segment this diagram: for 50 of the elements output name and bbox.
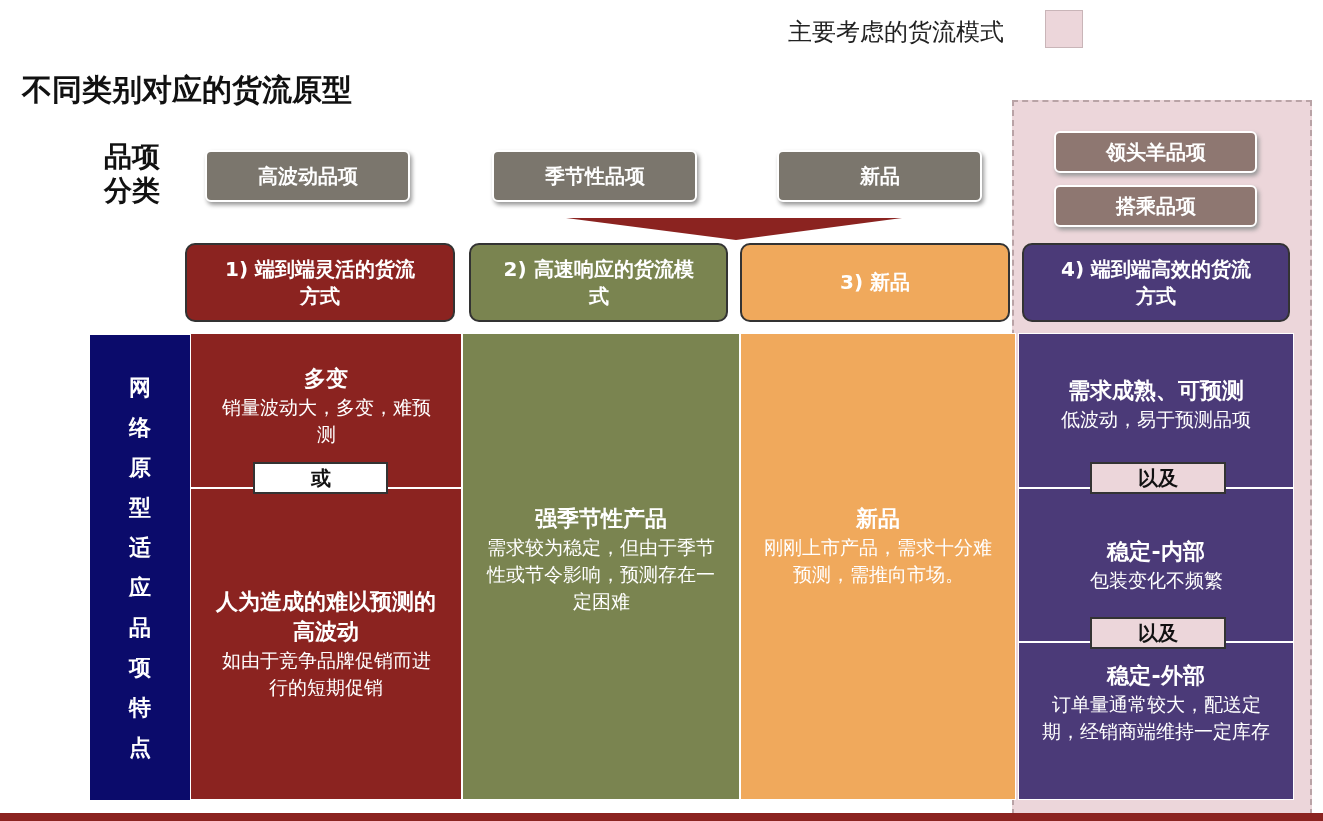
mode-header-box (1022, 243, 1290, 322)
category-box (205, 150, 410, 202)
box-label: 领头羊品项 (1105, 138, 1206, 166)
box-label: 3) 新品 (840, 269, 910, 296)
feature-cell (1018, 333, 1294, 488)
category-box (1054, 185, 1257, 227)
cell-heading: 稳定-外部 (1107, 662, 1205, 690)
feature-cell (462, 333, 740, 800)
category-box (492, 150, 697, 202)
cell-description: 包装变化不频繁 (1089, 567, 1223, 593)
cell-description: 销量波动大，多变，难预测 (220, 395, 432, 447)
side-header-bar (90, 335, 190, 800)
cell-description: 如由于竞争品牌促销而进行的短期促销 (220, 648, 432, 700)
box-label: 4) 端到端高效的货流方式 (1060, 255, 1252, 310)
box-label: 新品 (859, 162, 900, 190)
mode-header-box (740, 243, 1010, 322)
category-box (777, 150, 982, 202)
box-label: 高波动品项 (257, 162, 358, 190)
vertical-heading: 网络原型适应品项特点 (127, 373, 152, 762)
feature-cell (190, 488, 462, 800)
box-label: 以及 (1138, 464, 1178, 492)
box-label: 1) 端到端灵活的货流方式 (224, 255, 416, 310)
mode-header-box (185, 243, 455, 322)
feature-cell (740, 333, 1016, 800)
feature-cell (1018, 488, 1294, 642)
box-label: 以及 (1138, 619, 1178, 647)
feature-cell (1018, 642, 1294, 800)
cell-heading: 稳定-内部 (1107, 537, 1205, 566)
category-box (1054, 131, 1257, 173)
title: 不同类别对应的货流原型 (22, 71, 352, 109)
box-label: 季节性品项 (544, 162, 645, 190)
cell-heading: 需求成熟、可预测 (1068, 377, 1244, 405)
connector-word-box (1090, 462, 1226, 494)
cell-heading: 多变 (304, 365, 348, 393)
cell-description: 需求较为稳定，但由于季节性或节令影响，预测存在一定困难 (485, 535, 716, 614)
cell-description: 订单量通常较大，配送定期，经销商端维持一定库存 (1041, 692, 1271, 744)
feature-cell (190, 333, 462, 488)
cell-description: 低波动，易于预测品项 (1061, 407, 1251, 432)
box-label: 2) 高速响应的货流模式 (502, 255, 695, 310)
cell-description: 刚刚上市产品，需求十分难预测，需推向市场。 (763, 535, 993, 587)
mode-header-box (469, 243, 728, 322)
legend-label: 主要考虑的货流模式 (788, 17, 1004, 48)
cell-heading: 人为造成的难以预测的高波动 (215, 588, 437, 646)
connector-word-box (1090, 617, 1226, 649)
connector-word-box (253, 462, 388, 494)
box-label: 搭乘品项 (1115, 192, 1196, 220)
cell-heading: 强季节性产品 (535, 505, 667, 533)
cell-heading: 新品 (856, 505, 900, 533)
row-heading: 品项分类 (103, 140, 161, 208)
box-label: 或 (310, 464, 331, 492)
